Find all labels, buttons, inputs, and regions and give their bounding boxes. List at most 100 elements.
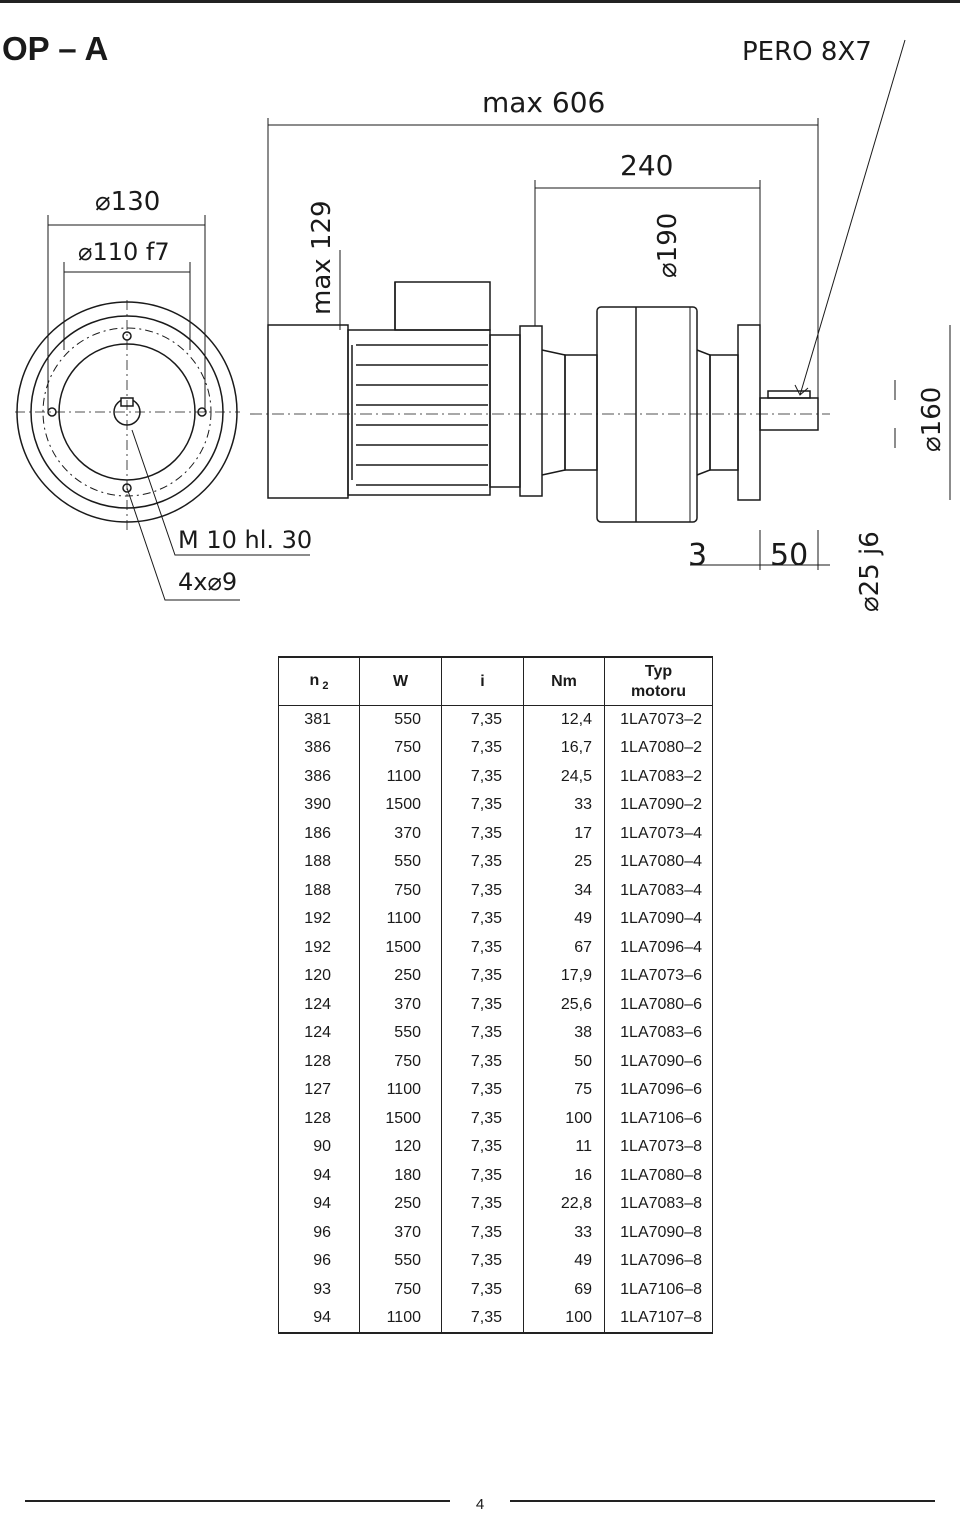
cell-w: 550 <box>359 848 442 877</box>
cell-nm: 33 <box>523 791 605 820</box>
cell-nm: 34 <box>523 876 605 905</box>
cell-i: 7,35 <box>441 819 524 848</box>
cell-n2: 90 <box>278 1133 360 1162</box>
cell-typ: 1LA7083–2 <box>604 762 713 791</box>
max606-label: max 606 <box>482 86 605 119</box>
pero-label: PERO 8X7 <box>742 37 872 67</box>
cell-nm: 17 <box>523 819 605 848</box>
cell-nm: 50 <box>523 1047 605 1076</box>
cell-w: 550 <box>359 1019 442 1048</box>
cell-i: 7,35 <box>441 1104 524 1133</box>
cell-nm: 33 <box>523 1218 605 1247</box>
m10-label: M 10 hl. 30 <box>178 526 312 554</box>
cell-typ: 1LA7080–2 <box>604 734 713 763</box>
cell-w: 1100 <box>359 1304 442 1334</box>
d160-label: ⌀160 <box>917 387 947 452</box>
cell-i: 7,35 <box>441 933 524 962</box>
cell-nm: 49 <box>523 1247 605 1276</box>
cell-i: 7,35 <box>441 1076 524 1105</box>
d3-label: 3 <box>688 538 707 573</box>
cell-typ: 1LA7090–2 <box>604 791 713 820</box>
d25-label: ⌀25 j6 <box>855 531 885 612</box>
cell-w: 250 <box>359 962 442 991</box>
cell-nm: 11 <box>523 1133 605 1162</box>
cell-typ: 1LA7106–8 <box>604 1275 713 1304</box>
cell-typ: 1LA7083–4 <box>604 876 713 905</box>
cell-n2: 94 <box>278 1190 360 1219</box>
max129-label: max 129 <box>307 200 337 315</box>
cell-n2: 128 <box>278 1047 360 1076</box>
cell-nm: 100 <box>523 1304 605 1334</box>
cell-nm: 25 <box>523 848 605 877</box>
cell-n2: 192 <box>278 933 360 962</box>
cell-n2: 188 <box>278 876 360 905</box>
cell-i: 7,35 <box>441 1218 524 1247</box>
side-view <box>250 281 830 523</box>
cell-typ: 1LA7096–8 <box>604 1247 713 1276</box>
cell-n2: 124 <box>278 1019 360 1048</box>
side-dimensions <box>267 39 951 570</box>
cell-nm: 38 <box>523 1019 605 1048</box>
cell-nm: 75 <box>523 1076 605 1105</box>
cell-typ: 1LA7083–6 <box>604 1019 713 1048</box>
d130-label: ⌀130 <box>95 187 160 217</box>
cell-w: 750 <box>359 876 442 905</box>
page-number: 4 <box>475 1496 485 1513</box>
cell-nm: 22,8 <box>523 1190 605 1219</box>
cell-w: 750 <box>359 1047 442 1076</box>
cell-i: 7,35 <box>441 905 524 934</box>
cell-w: 1100 <box>359 905 442 934</box>
top-rule <box>0 0 960 3</box>
cell-typ: 1LA7080–6 <box>604 990 713 1019</box>
front-view-flange <box>15 300 240 530</box>
cell-nm: 67 <box>523 933 605 962</box>
cell-i: 7,35 <box>441 1133 524 1162</box>
cell-n2: 192 <box>278 905 360 934</box>
header-i: i <box>441 656 524 706</box>
cell-typ: 1LA7073–4 <box>604 819 713 848</box>
cell-n2: 124 <box>278 990 360 1019</box>
cell-i: 7,35 <box>441 762 524 791</box>
cell-nm: 25,6 <box>523 990 605 1019</box>
cell-i: 7,35 <box>441 1304 524 1334</box>
cell-w: 180 <box>359 1161 442 1190</box>
cell-nm: 24,5 <box>523 762 605 791</box>
cell-i: 7,35 <box>441 705 524 734</box>
cell-n2: 94 <box>278 1161 360 1190</box>
cell-nm: 16 <box>523 1161 605 1190</box>
cell-w: 1100 <box>359 762 442 791</box>
cell-typ: 1LA7096–4 <box>604 933 713 962</box>
cell-nm: 17,9 <box>523 962 605 991</box>
header-w: W <box>359 656 442 706</box>
cell-typ: 1LA7090–8 <box>604 1218 713 1247</box>
cell-i: 7,35 <box>441 1247 524 1276</box>
cell-typ: 1LA7096–6 <box>604 1076 713 1105</box>
cell-i: 7,35 <box>441 791 524 820</box>
cell-typ: 1LA7080–4 <box>604 848 713 877</box>
cell-i: 7,35 <box>441 876 524 905</box>
cell-typ: 1LA7090–4 <box>604 905 713 934</box>
cell-typ: 1LA7073–6 <box>604 962 713 991</box>
cell-typ: 1LA7083–8 <box>604 1190 713 1219</box>
cell-i: 7,35 <box>441 848 524 877</box>
cell-typ: 1LA7073–8 <box>604 1133 713 1162</box>
cell-n2: 120 <box>278 962 360 991</box>
